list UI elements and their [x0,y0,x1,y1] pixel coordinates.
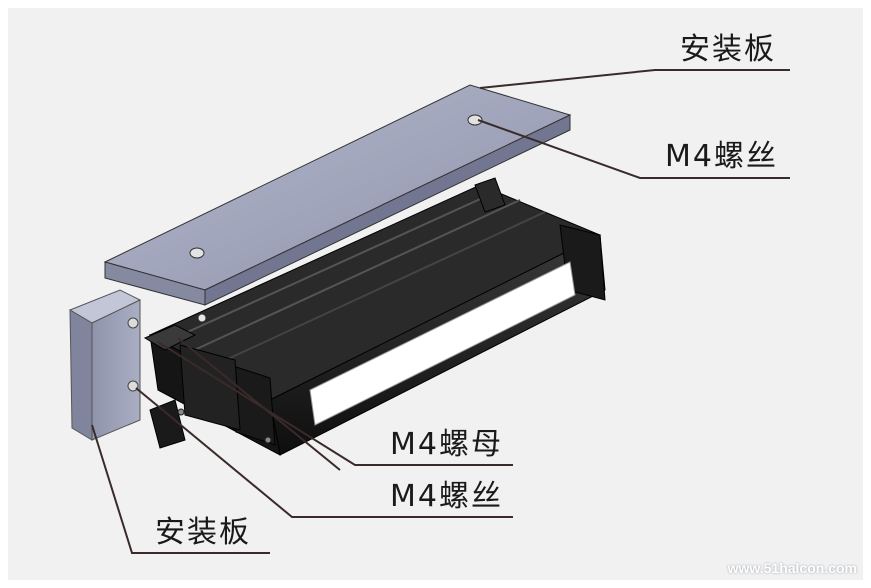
leader-nut-branch [177,337,341,471]
leader-lines [91,69,790,554]
top-mounting-plate [103,84,572,306]
screw-head-icon [264,436,272,444]
leader-bottom-screw [135,387,513,518]
leader-top-screw [477,119,790,179]
screw-head-icon [197,313,207,323]
leader-bottom-plate [91,424,270,554]
label-nut: M4螺母 [390,427,503,462]
label-bottom-plate: 安装板 [155,515,251,550]
watermark-text: www.51halcon.com [727,560,857,576]
leader-top-plate [479,69,790,89]
leader-nut [157,341,513,466]
screw-head-icon [127,317,139,329]
label-top-screw: M4螺丝 [665,139,778,174]
light-window [309,261,576,426]
label-top-plate: 安装板 [680,32,776,67]
label-bottom-screw: M4螺丝 [390,479,503,514]
bar-light-body [143,177,606,456]
screw-head-icon [127,380,139,392]
screw-head-icon [177,408,185,416]
screw-head-icon [189,247,205,259]
screw-head-icon [467,114,483,126]
side-mounting-plate [68,289,142,441]
